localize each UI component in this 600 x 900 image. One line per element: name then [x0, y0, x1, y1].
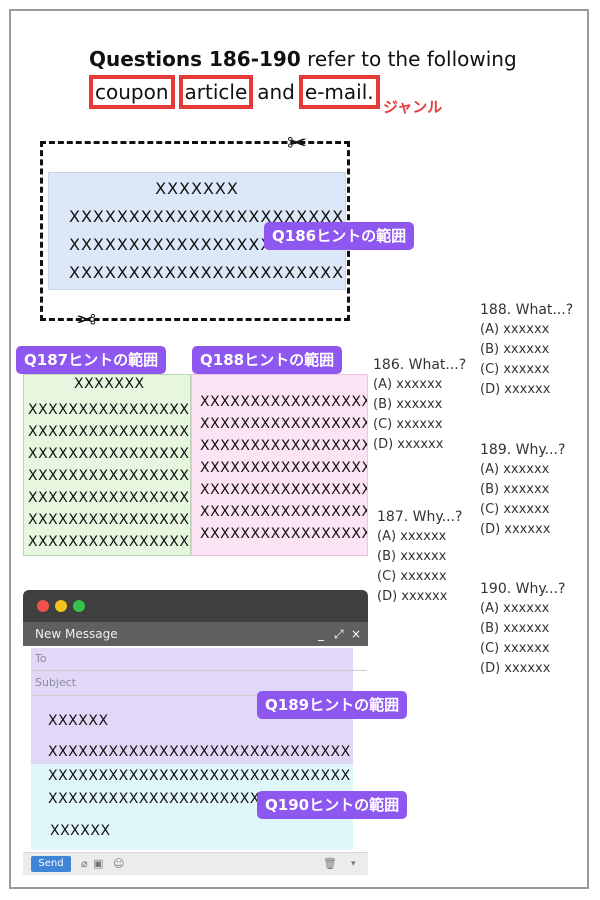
- hint-q189: Q189ヒントの範囲: [257, 691, 408, 719]
- article-line: XXXXXXXXXXXXXXXXX: [28, 424, 191, 440]
- article-left-box: XXXXXXX XXXXXXXXXXXXXXXXX XXXXXXXXXXXXXX…: [23, 374, 191, 556]
- option: (B) xxxxxx: [480, 482, 550, 497]
- question-186: 186. What...? (A) xxxxxx (B) xxxxxx (C) …: [373, 355, 466, 455]
- option: (D) xxxxxx: [480, 382, 551, 397]
- article-line: XXXXXXXXXXXXXXXXX: [28, 512, 191, 528]
- heading: Questions 186-190 refer to the following: [89, 44, 517, 74]
- option: (D) xxxxxx: [373, 437, 444, 452]
- article-left-title: XXXXXXX: [74, 376, 145, 392]
- subject-field[interactable]: Subject: [35, 676, 77, 689]
- email-body-line: XXXXXXXXXXXXXXXXXXXXXXXXXXXXXX: [48, 744, 351, 760]
- option: (B) xxxxxx: [480, 342, 550, 357]
- question-187: 187. Why...? (A) xxxxxx (B) xxxxxx (C) x…: [377, 507, 462, 607]
- hint-q187: Q187ヒントの範囲: [16, 346, 167, 374]
- close-dot-icon[interactable]: [37, 600, 49, 612]
- page-frame: [9, 9, 589, 889]
- and-word: and: [257, 80, 295, 104]
- option: (C) xxxxxx: [480, 502, 550, 517]
- article-line: XXXXXXXXXXXXXXXXX: [200, 526, 368, 542]
- article-line: XXXXXXXXXXXXXXXXX: [200, 460, 368, 476]
- trash-icon[interactable]: 🗑: [323, 857, 337, 870]
- window-titlebar: [23, 590, 368, 622]
- question-188: 188. What...? (A) xxxxxx (B) xxxxxx (C) …: [480, 300, 573, 400]
- option: (B) xxxxxx: [373, 397, 443, 412]
- option: (A) xxxxxx: [480, 601, 550, 616]
- question-title: 186. What...?: [373, 357, 467, 373]
- genre-article: article: [178, 75, 254, 109]
- question-190: 190. Why...? (A) xxxxxx (B) xxxxxx (C) x…: [480, 579, 565, 679]
- email-body-line: XXXXXX: [50, 823, 111, 839]
- article-line: XXXXXXXXXXXXXXXXX: [28, 534, 191, 550]
- option: (A) xxxxxx: [373, 377, 443, 392]
- option: (C) xxxxxx: [377, 569, 447, 584]
- heading-rest: refer to the following: [300, 47, 517, 71]
- genre-coupon: coupon: [89, 75, 175, 109]
- email-body-line: XXXXXXXXXXXXXXXXXXXXXXXXXXXXXX: [48, 768, 351, 784]
- option: (A) xxxxxx: [480, 322, 550, 337]
- article-line: XXXXXXXXXXXXXXXXX: [28, 402, 191, 418]
- divider: [31, 670, 367, 671]
- article-line: XXXXXXXXXXXXXXXXX: [28, 446, 191, 462]
- option: (A) xxxxxx: [377, 529, 447, 544]
- minimize-dot-icon[interactable]: [55, 600, 67, 612]
- option: (D) xxxxxx: [377, 589, 448, 604]
- close-icon[interactable]: ×: [351, 627, 362, 641]
- article-line: XXXXXXXXXXXXXXXXX: [200, 394, 368, 410]
- question-title: 188. What...?: [480, 302, 574, 318]
- email-window: New Message _ ⤢ × To Subject XXXXXX XXXX…: [23, 590, 368, 875]
- send-button[interactable]: Send: [31, 856, 71, 872]
- article-right-box: XXXXXXXXXXXXXXXXX XXXXXXXXXXXXXXXXX XXXX…: [191, 374, 368, 556]
- compose-title: New Message: [35, 627, 118, 641]
- scissors-icon: ✂: [76, 306, 97, 334]
- genre-note: ジャンル: [383, 98, 443, 116]
- option: (B) xxxxxx: [480, 621, 550, 636]
- article-line: XXXXXXXXXXXXXXXXX: [200, 416, 368, 432]
- scissors-icon: ✂: [287, 129, 308, 157]
- article-line: XXXXXXXXXXXXXXXXX: [28, 490, 191, 506]
- option: (C) xxxxxx: [480, 641, 550, 656]
- more-options-icon[interactable]: ▾: [351, 859, 356, 869]
- hint-q186: Q186ヒントの範囲: [264, 222, 415, 250]
- option: (B) xxxxxx: [377, 549, 447, 564]
- genre-email: e-mail.: [298, 75, 380, 109]
- camera-icon[interactable]: ▣: [93, 857, 104, 870]
- compose-header: New Message _ ⤢ ×: [23, 622, 368, 646]
- minimize-icon[interactable]: _: [318, 627, 324, 641]
- coupon-line: XXXXXXXXXXXXXXXXXXXXXXX: [69, 207, 345, 226]
- heading-bold: Questions 186-190: [89, 47, 301, 71]
- to-field[interactable]: To: [35, 652, 47, 665]
- question-title: 189. Why...?: [480, 442, 566, 458]
- divider: [31, 695, 367, 696]
- article-line: XXXXXXXXXXXXXXXXX: [200, 482, 368, 498]
- emoji-icon[interactable]: ☺: [113, 857, 125, 870]
- option: (A) xxxxxx: [480, 462, 550, 477]
- hint-q190: Q190ヒントの範囲: [257, 791, 408, 819]
- option: (C) xxxxxx: [480, 362, 550, 377]
- article-line: XXXXXXXXXXXXXXXXX: [200, 504, 368, 520]
- attach-icon[interactable]: ⌀: [81, 857, 88, 870]
- expand-icon[interactable]: ⤢: [334, 627, 344, 641]
- question-title: 187. Why...?: [377, 509, 463, 525]
- option: (C) xxxxxx: [373, 417, 443, 432]
- option: (D) xxxxxx: [480, 522, 551, 537]
- compose-footer: Send ⌀ ▣ ☺ 🗑 ▾: [23, 852, 368, 875]
- coupon-line: XXXXXXXXXXXXXXXXXXXXXXX: [69, 263, 345, 282]
- maximize-dot-icon[interactable]: [73, 600, 85, 612]
- question-189: 189. Why...? (A) xxxxxx (B) xxxxxx (C) x…: [480, 440, 565, 540]
- coupon-title: XXXXXXX: [155, 179, 239, 198]
- article-line: XXXXXXXXXXXXXXXXX: [200, 438, 368, 454]
- question-title: 190. Why...?: [480, 581, 566, 597]
- email-body-line: XXXXXX: [48, 713, 109, 729]
- hint-q188: Q188ヒントの範囲: [192, 346, 343, 374]
- article-line: XXXXXXXXXXXXXXXXX: [28, 468, 191, 484]
- option: (D) xxxxxx: [480, 661, 551, 676]
